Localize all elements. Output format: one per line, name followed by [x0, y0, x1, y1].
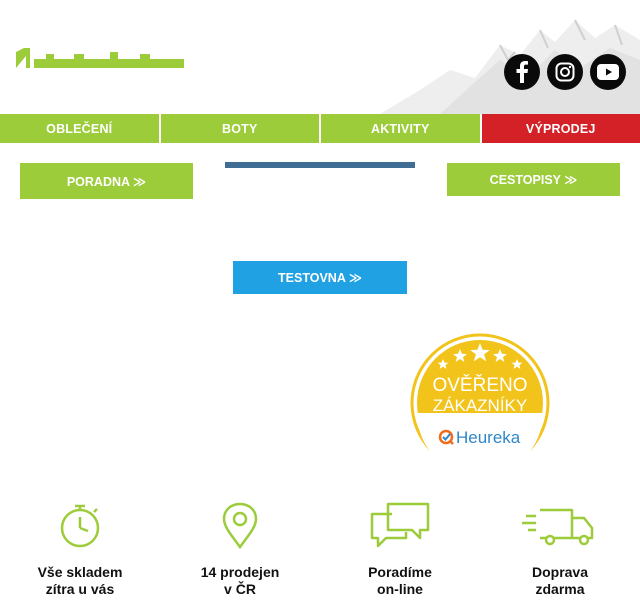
main-navigation: OBLEČENÍ BOTY AKTIVITY VÝPRODEJ [0, 114, 640, 143]
nav-item-vyprodej[interactable]: VÝPRODEJ [481, 114, 640, 143]
heureka-verified-badge[interactable]: OVĚŘENO ZÁKAZNÍKY Heureka [410, 333, 550, 473]
nav-item-aktivity[interactable]: AKTIVITY [321, 114, 480, 143]
nav-item-obleceni[interactable]: OBLEČENÍ [0, 114, 159, 143]
chat-bubbles-icon [370, 502, 430, 548]
feature-free-shipping: Doprava zdarma [480, 498, 640, 600]
cestopisy-button[interactable]: CESTOPISY ≫ [447, 163, 620, 196]
poradna-button[interactable]: PORADNA ≫ [20, 163, 193, 199]
delivery-truck-icon [522, 508, 594, 546]
feature-stores-line2: v ČR [224, 581, 256, 597]
feature-stock: Vše skladem zítra u vás [0, 498, 160, 600]
badge-brand: Heureka [456, 428, 521, 447]
banner-image-strip [225, 162, 415, 168]
feature-free-shipping-line2: zdarma [535, 581, 585, 597]
heureka-logo-icon [438, 429, 454, 445]
site-logo[interactable] [14, 48, 194, 68]
nav-item-boty[interactable]: BOTY [160, 114, 319, 143]
location-pin-icon [222, 502, 258, 550]
testovna-button[interactable]: TESTOVNA ≫ [233, 261, 407, 294]
instagram-icon [555, 62, 575, 82]
feature-stores-line1: 14 prodejen [200, 564, 280, 580]
facebook-link[interactable] [504, 54, 540, 90]
feature-online-advice: Poradíme on-line [320, 498, 480, 600]
instagram-link[interactable] [547, 54, 583, 90]
site-header [0, 0, 640, 114]
feature-stores: 14 prodejen v ČR [160, 498, 320, 600]
star-icons [437, 343, 523, 369]
features-bar: Vše skladem zítra u vás 14 prodejen v ČR… [0, 498, 640, 600]
badge-line1: OVĚŘENO [432, 374, 527, 396]
feature-online-advice-line2: on-line [377, 581, 423, 597]
feature-online-advice-line1: Poradíme [368, 564, 432, 580]
youtube-link[interactable] [590, 54, 626, 90]
feature-stock-line1: Vše skladem [37, 564, 123, 580]
stopwatch-icon [60, 504, 100, 548]
feature-free-shipping-line1: Doprava [531, 564, 589, 580]
youtube-icon [597, 64, 619, 80]
feature-stock-line2: zítra u vás [45, 581, 115, 597]
badge-line2: ZÁKAZNÍKY [433, 396, 527, 415]
facebook-icon [516, 61, 528, 83]
